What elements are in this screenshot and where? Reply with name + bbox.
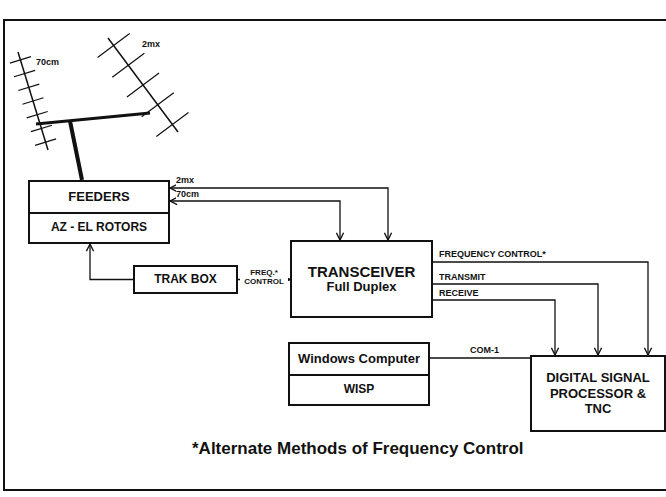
signal-line: [90, 244, 133, 280]
trak-box: TRAK BOX: [133, 265, 238, 294]
box-text: AZ - EL ROTORS: [51, 221, 147, 235]
computer-box: Windows Computer: [288, 342, 430, 376]
signal-label: FREQUENCY CONTROL*: [439, 250, 546, 260]
signal-label: 2mx: [176, 176, 194, 186]
antenna-label: 2mx: [142, 40, 160, 50]
box-text: WISP: [344, 383, 375, 397]
transceiver-box: TRANSCEIVERFull Duplex: [290, 240, 433, 318]
signal-label: FREQ.* CONTROL: [240, 269, 288, 287]
box-text: FEEDERS: [68, 190, 129, 205]
rotor-box: AZ - EL ROTORS: [28, 212, 170, 244]
signal-label: RECEIVE: [439, 289, 479, 299]
signal-line: [170, 201, 340, 240]
box-text: DIGITAL SIGNAL PROCESSOR & TNC: [538, 370, 658, 417]
box-text: TRANSCEIVER: [308, 263, 416, 280]
signal-line: [433, 300, 555, 355]
caption: *Alternate Methods of Frequency Control: [192, 440, 524, 459]
frame: [4, 20, 666, 490]
dsp-tnc-box: DIGITAL SIGNAL PROCESSOR & TNC: [530, 355, 666, 432]
signal-line: [433, 262, 648, 355]
signal-line: [430, 357, 530, 358]
feeder-box: FEEDERS: [28, 180, 170, 214]
yagi-antennas: [10, 34, 189, 180]
signal-label: 70cm: [176, 190, 199, 200]
antenna-label: 70cm: [36, 58, 59, 68]
software-box: WISP: [288, 374, 430, 406]
box-text: Full Duplex: [326, 280, 396, 295]
signal-label: TRANSMIT: [439, 273, 486, 283]
box-text: Windows Computer: [298, 352, 420, 367]
box-text: TRAK BOX: [154, 273, 217, 287]
signal-line: [433, 284, 598, 355]
signal-label: COM-1: [470, 346, 499, 356]
signal-line: [170, 188, 388, 240]
